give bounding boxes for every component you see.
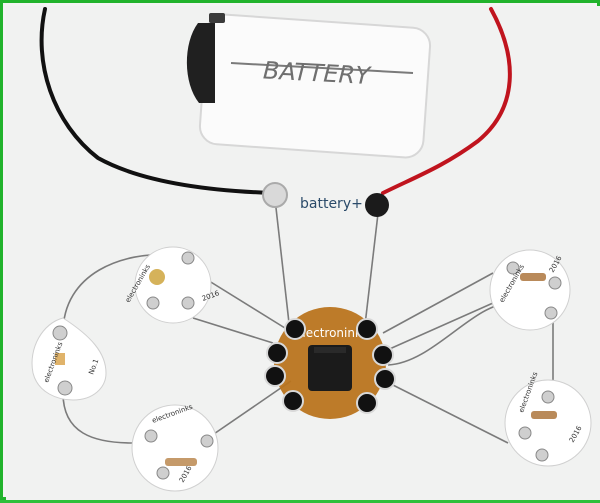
capacitor-orange [149, 269, 165, 285]
board-left-bottom: electroninks 2016 [131, 403, 219, 492]
battery-plus-pad [365, 193, 389, 217]
chip-pads [264, 318, 396, 414]
battery-pencil-line [230, 62, 414, 74]
ic-chip [308, 345, 352, 391]
battery-plus-label: battery+ [300, 196, 363, 212]
chip-module: electroninks [264, 307, 396, 419]
circuit-photo: BATTERY battery+ electroninks [6, 6, 600, 500]
red-wire [381, 7, 512, 195]
board-right-bottom: electroninks 2016 [504, 371, 592, 467]
black-wire [39, 7, 275, 195]
board-led: electroninks No.1 [31, 317, 107, 401]
resistor [520, 273, 546, 281]
battery: BATTERY [186, 13, 432, 159]
battery-label: BATTERY [262, 56, 373, 90]
board-right-top: electroninks 2016 [489, 249, 571, 331]
resistor [165, 458, 197, 466]
resistor [531, 411, 557, 419]
chip-label: electroninks [295, 326, 368, 340]
battery-connector-cap [209, 13, 225, 23]
battery-minus-pad [262, 182, 288, 208]
battery-snap-terminal [186, 23, 215, 103]
led [55, 353, 65, 365]
